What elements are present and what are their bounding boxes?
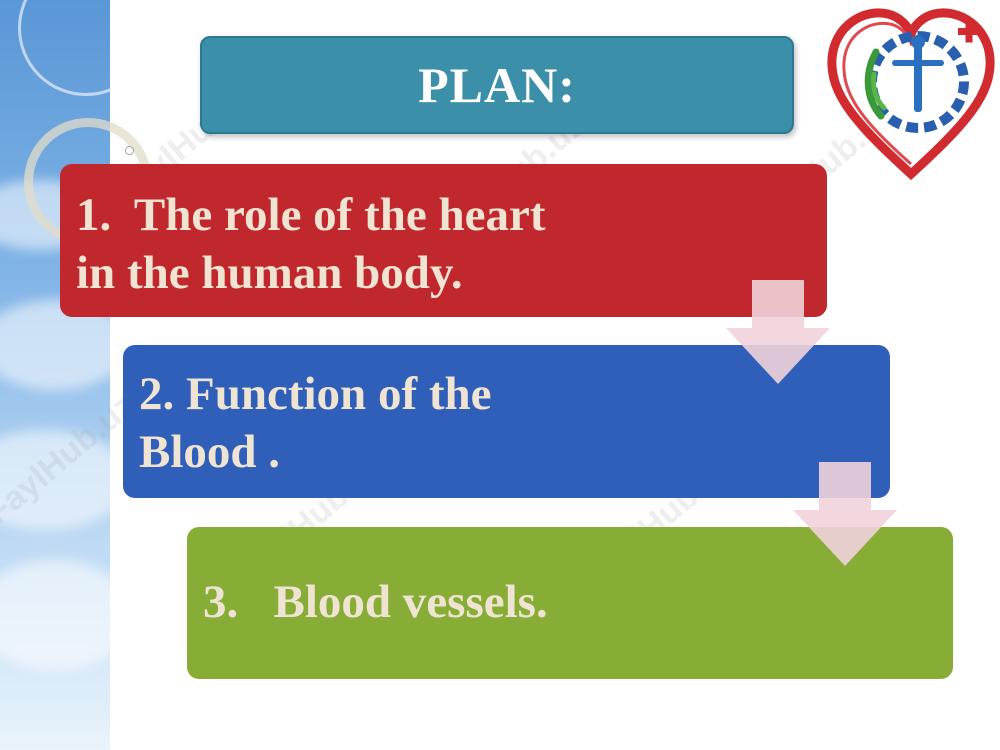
plan-title: PLAN: xyxy=(418,57,576,113)
plan-step-1-line-2: in the human body. xyxy=(76,247,463,299)
plan-title-box: PLAN: xyxy=(200,36,794,134)
plan-step-2-line-2: Blood . xyxy=(139,426,281,478)
plan-step-1-line-1: 1. The role of the heart xyxy=(76,189,546,241)
plan-step-2-line-1: 2. Function of the xyxy=(139,368,492,420)
plan-step-2: 2. Function of the Blood . xyxy=(123,345,890,498)
sidebar-decoration xyxy=(0,0,110,750)
decorative-dot xyxy=(125,146,134,155)
plan-step-3: 3. Blood vessels. xyxy=(187,527,953,679)
plan-step-1: 1. The role of the heart in the human bo… xyxy=(60,164,827,317)
heart-medical-emblem-icon xyxy=(827,8,995,180)
chevron-down-arrow-icon xyxy=(793,462,897,566)
chevron-down-arrow-icon xyxy=(726,280,830,384)
plan-step-3-line-1: 3. Blood vessels. xyxy=(203,576,548,628)
